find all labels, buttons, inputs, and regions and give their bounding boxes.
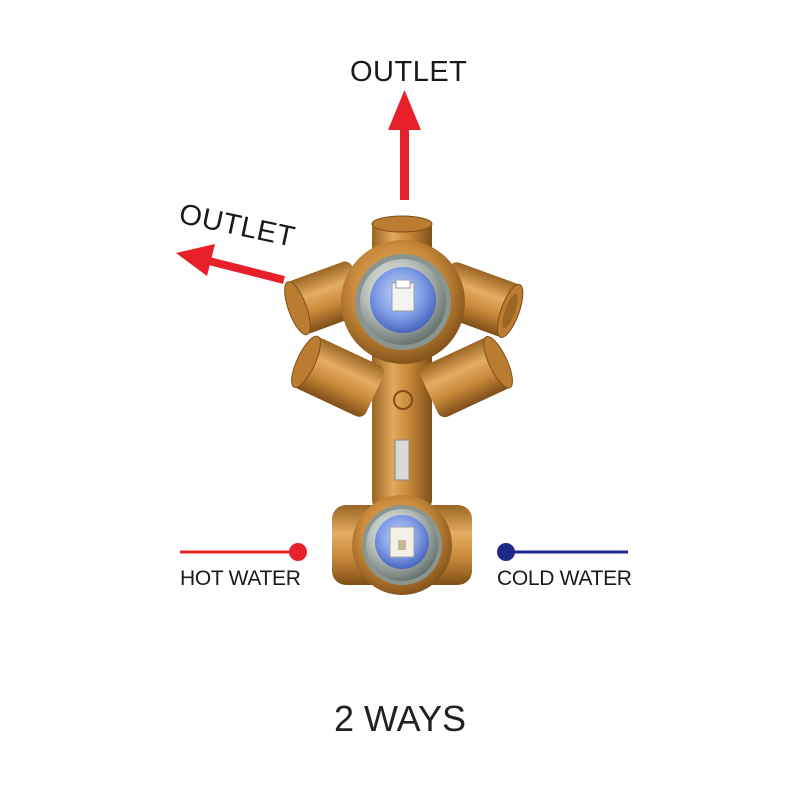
hot-water-dot-icon (180, 543, 307, 561)
caption-label: 2 WAYS (333, 698, 467, 739)
outlet-top-label: OUTLET (350, 56, 468, 88)
valve-body (284, 215, 524, 595)
cold-water-dot-icon (497, 543, 628, 561)
arrow-left-icon (176, 244, 285, 284)
hot-water-label: HOT WATER (180, 567, 301, 590)
arrow-up-icon (388, 90, 421, 200)
cold-water-label: COLD WATER (497, 567, 632, 590)
